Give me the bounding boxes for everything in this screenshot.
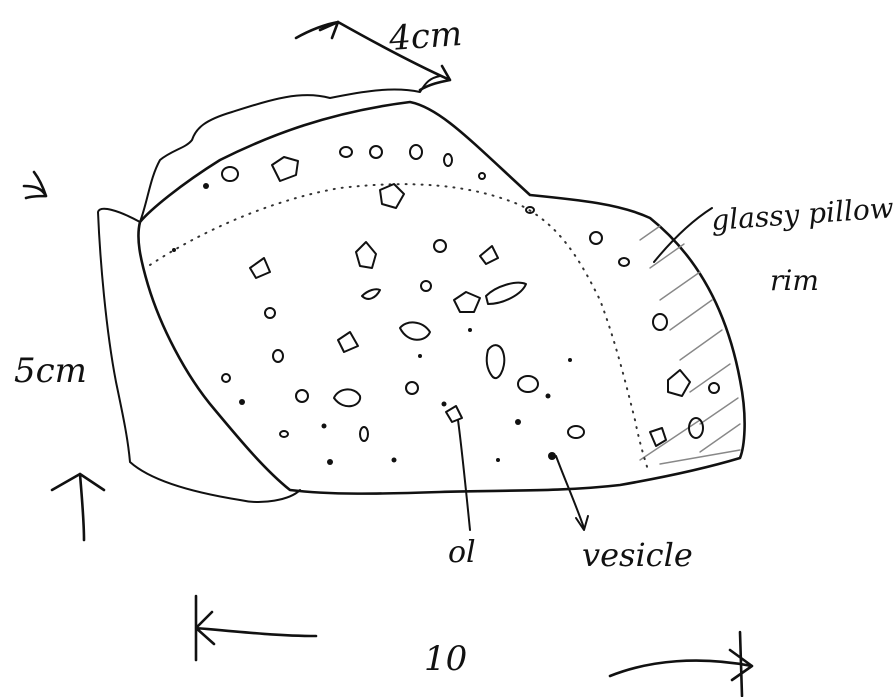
- dimension-arrows: [24, 22, 752, 696]
- olivine-leader: [458, 420, 470, 530]
- width-arrow-left: [196, 596, 316, 660]
- thickness-label: 4cm: [387, 14, 464, 59]
- height-label: 5cm: [14, 351, 87, 391]
- rim-label-line1: glassy pillow: [710, 191, 893, 237]
- olivine-crystals: [250, 157, 690, 446]
- height-arrow-bottom: [52, 474, 104, 540]
- rim-leader: [654, 208, 712, 262]
- pillow-outline: [138, 102, 744, 494]
- olivine-label: ol: [448, 535, 476, 570]
- height-arrow-top: [24, 172, 46, 198]
- vesicle-leader: [556, 456, 584, 528]
- vesicle-label: vesicle: [582, 536, 693, 574]
- width-label: 10: [424, 639, 467, 679]
- width-arrow-right: [610, 632, 752, 696]
- rim-label-line2: rim: [770, 264, 819, 297]
- vesicles: [172, 145, 719, 465]
